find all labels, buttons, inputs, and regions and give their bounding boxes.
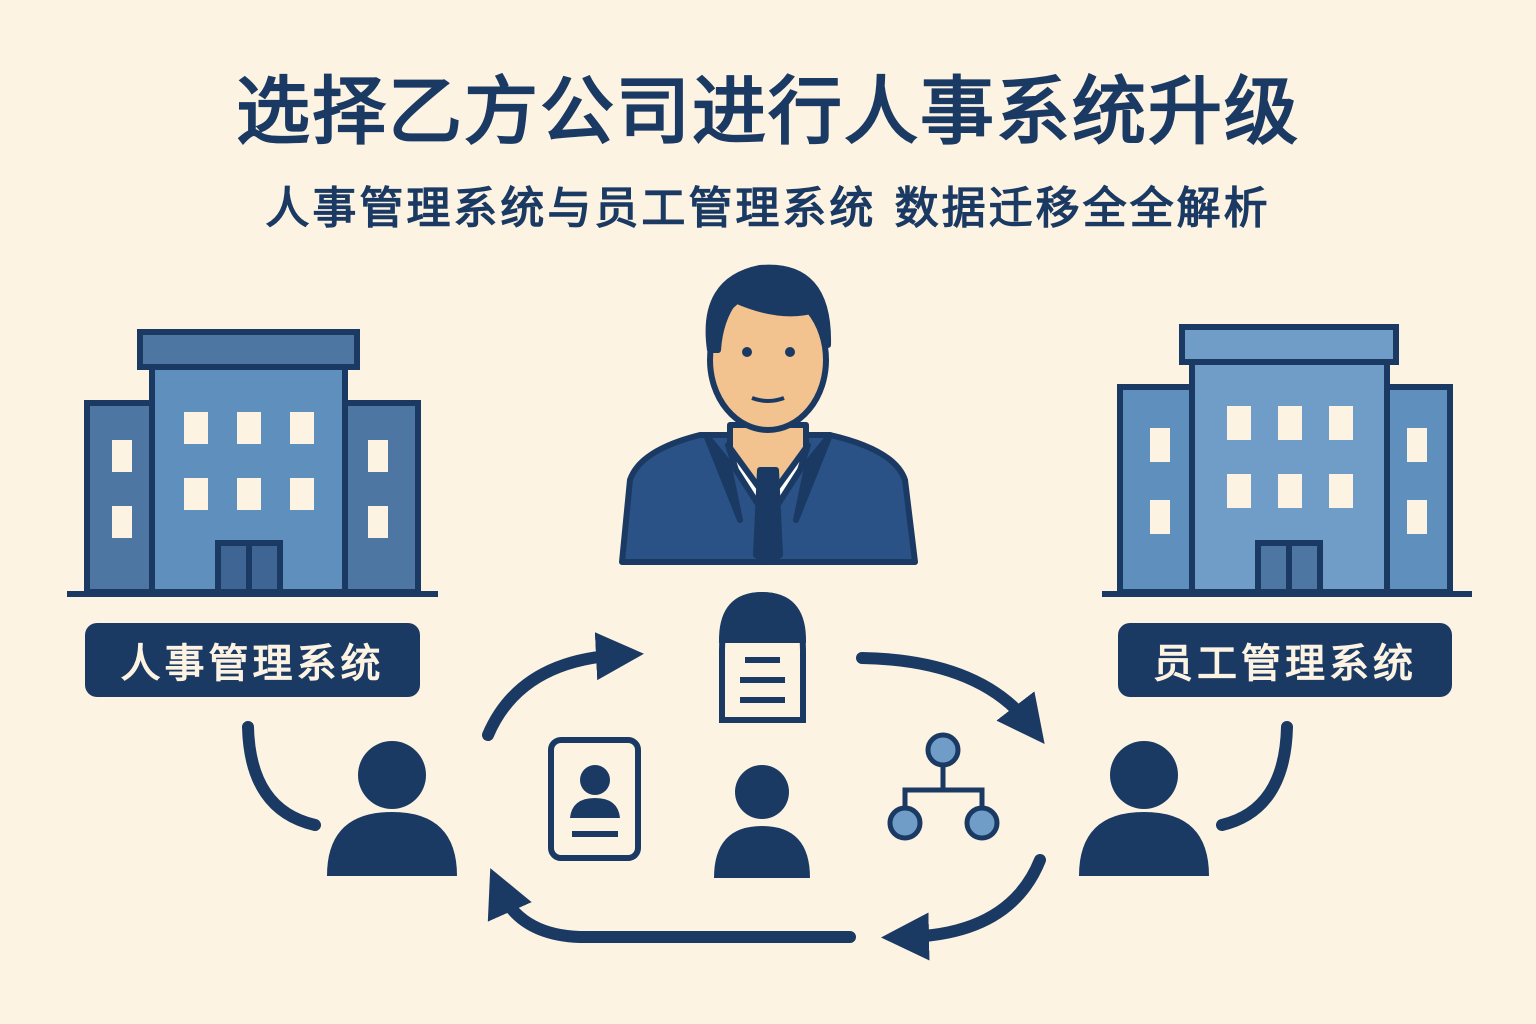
arrow-top-right	[856, 652, 1045, 745]
right-building-icon	[1102, 324, 1472, 597]
flow-arrows	[242, 632, 1293, 961]
person-icons	[327, 741, 1209, 878]
right-person-icon	[1079, 741, 1209, 876]
center-person-icon	[714, 765, 810, 878]
left-building-icon	[67, 329, 438, 597]
id-card-icon	[548, 737, 641, 861]
arrow-top-left	[482, 632, 644, 741]
page-title: 选择乙方公司进行人事系统升级	[236, 69, 1300, 155]
right-system-label: 员工管理系统	[1118, 623, 1452, 697]
curve-right	[1216, 721, 1293, 831]
document-icon	[718, 591, 807, 723]
face-details	[742, 347, 795, 403]
left-building-windows	[112, 412, 388, 538]
org-chart-icon	[887, 732, 1000, 841]
left-person-icon	[327, 741, 457, 876]
arrow-bottom-right	[881, 854, 1046, 961]
left-system-label: 人事管理系统	[85, 623, 420, 697]
page-subtitle: 人事管理系统与员工管理系统 数据迁移全全解析	[265, 183, 1271, 234]
arrow-bottom-left	[487, 868, 856, 943]
curve-left	[242, 721, 321, 831]
businessman-icon	[619, 264, 918, 565]
right-building-windows	[1150, 406, 1427, 534]
